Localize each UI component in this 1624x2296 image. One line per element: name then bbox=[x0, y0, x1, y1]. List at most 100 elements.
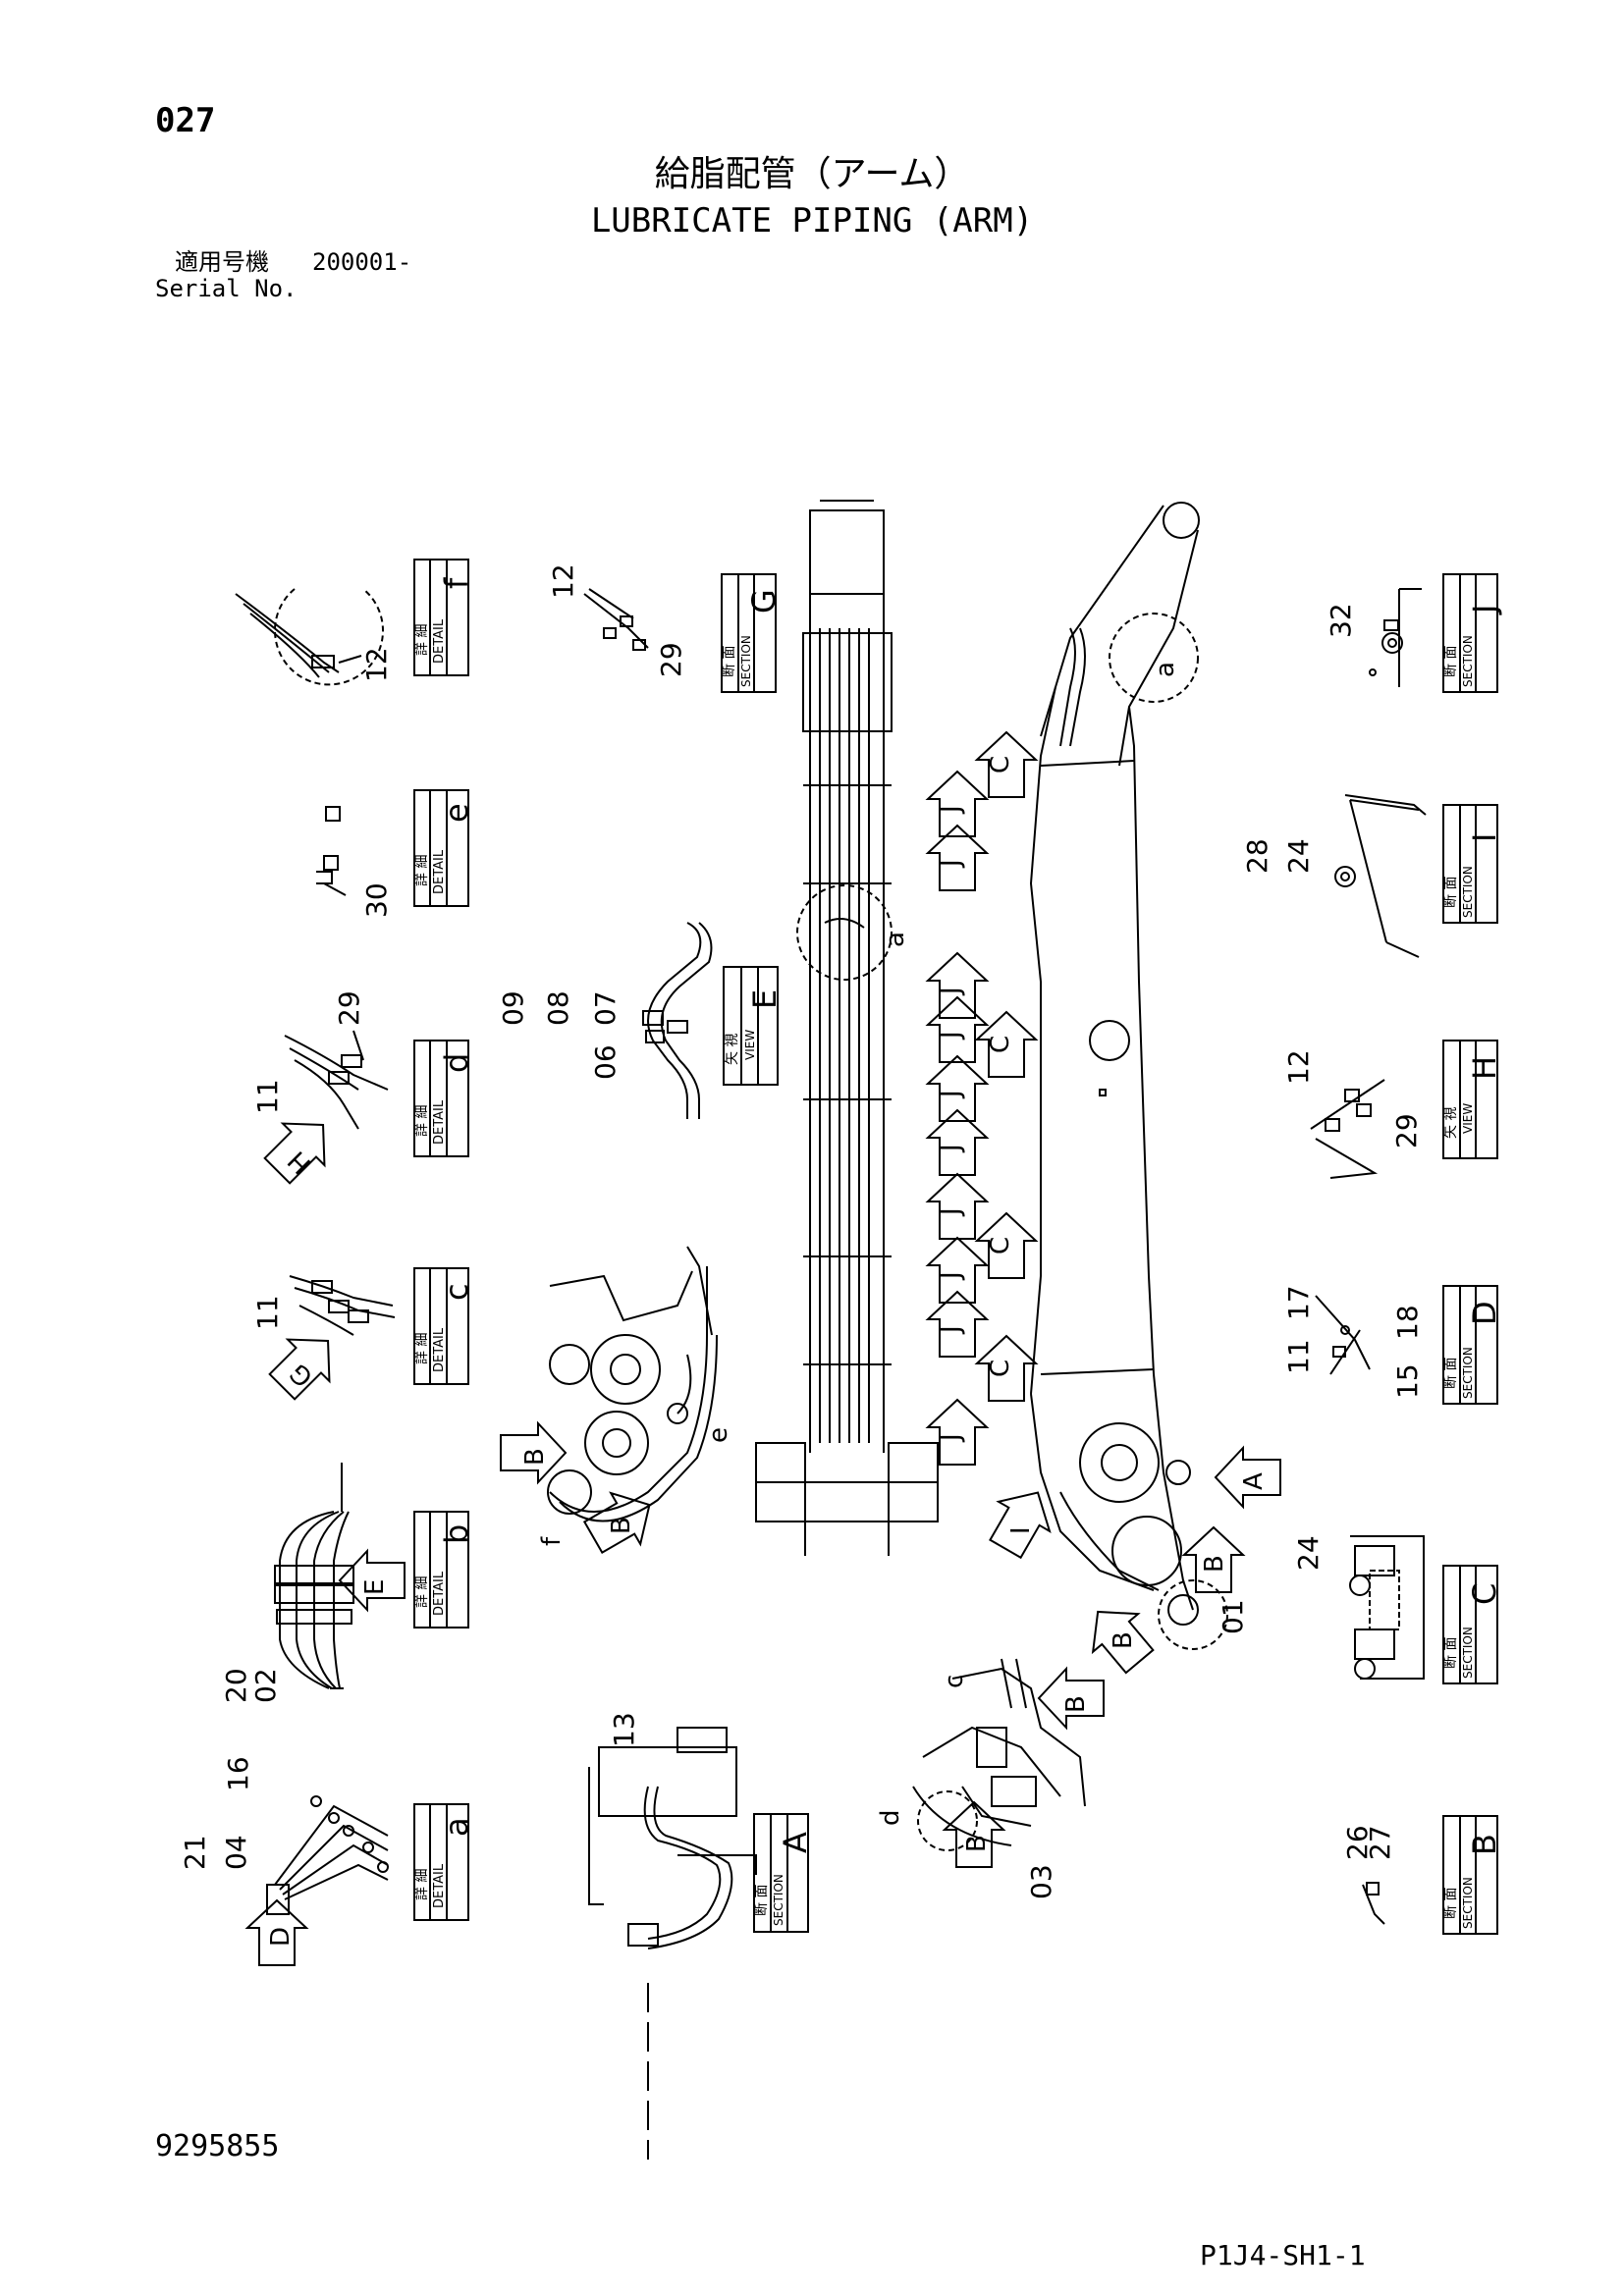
section-d-label: SECTION bbox=[1461, 1347, 1475, 1399]
arrow-b4-letter: B bbox=[1109, 1631, 1138, 1649]
section-i-label: SECTION bbox=[1461, 866, 1475, 918]
view-arrow-b bbox=[500, 1420, 568, 1485]
arrow-b3-letter: B bbox=[1200, 1555, 1229, 1573]
serial-value: 200001- bbox=[312, 248, 412, 276]
arrow-i-letter: I bbox=[1006, 1526, 1036, 1534]
arrow-j-letter: J bbox=[937, 1144, 966, 1153]
section-b-label-jp: 断 面 bbox=[1443, 1888, 1459, 1919]
part-number: 24 bbox=[1292, 1535, 1325, 1571]
detail-d-box bbox=[413, 1040, 469, 1157]
part-number: 29 bbox=[1390, 1113, 1423, 1148]
section-c-label: SECTION bbox=[1461, 1627, 1475, 1679]
section-a-label-jp: 断 面 bbox=[754, 1885, 770, 1916]
page-title: LUBRICATE PIPING (ARM) bbox=[590, 201, 1034, 240]
view-arrow-e bbox=[338, 1548, 406, 1613]
view-arrow-j bbox=[925, 824, 990, 891]
part-number: 21 bbox=[179, 1835, 211, 1870]
detail-c-group bbox=[289, 1275, 396, 1336]
detail-b-label: DETAIL bbox=[432, 1571, 447, 1616]
part-number: 30 bbox=[360, 882, 393, 918]
section-g-group bbox=[583, 588, 649, 651]
view-arrow-j bbox=[925, 995, 990, 1063]
arrow-d-letter: D bbox=[266, 1927, 296, 1947]
arm-side-view bbox=[1029, 502, 1228, 1650]
detail-b-letter: b bbox=[438, 1524, 475, 1544]
section-b-box bbox=[1442, 1815, 1498, 1935]
detail-c-label-jp: 詳 細 bbox=[414, 1333, 430, 1364]
view-marker-f: f bbox=[537, 1536, 567, 1546]
part-number: 26 bbox=[1341, 1825, 1374, 1860]
view-e-letter: E bbox=[746, 989, 784, 1009]
view-arrow-j bbox=[925, 1290, 990, 1358]
part-number: 06 bbox=[589, 1044, 622, 1080]
arrow-b5-letter: B bbox=[1061, 1695, 1091, 1713]
part-number: 04 bbox=[220, 1835, 252, 1870]
part-number: 03 bbox=[1025, 1864, 1057, 1899]
section-a-label: SECTION bbox=[772, 1874, 785, 1926]
detail-b-group bbox=[274, 1463, 354, 1689]
detail-b-box bbox=[413, 1511, 469, 1629]
serial-label-japanese: 適用号機 bbox=[175, 248, 269, 276]
section-g-letter: G bbox=[745, 589, 783, 614]
arrow-c-letter: C bbox=[986, 1237, 1015, 1255]
view-arrow-j bbox=[925, 1108, 990, 1176]
part-number: 12 bbox=[360, 647, 393, 682]
section-d-label-jp: 断 面 bbox=[1443, 1358, 1459, 1389]
document-number: 9295855 bbox=[155, 2129, 280, 2163]
view-h-label-jp: 矢 視 bbox=[1443, 1107, 1459, 1139]
part-number: 07 bbox=[589, 990, 622, 1026]
view-marker-d: d bbox=[876, 1809, 905, 1826]
view-h-group bbox=[1310, 1079, 1385, 1179]
part-number: 18 bbox=[1391, 1305, 1424, 1340]
arrow-c-letter: C bbox=[986, 1360, 1015, 1377]
detail-f-label-jp: 詳 細 bbox=[414, 624, 430, 656]
detail-c-letter: c bbox=[438, 1283, 475, 1301]
detail-a-label: DETAIL bbox=[432, 1863, 447, 1908]
arrow-c-letter: C bbox=[986, 1036, 1015, 1053]
view-marker-a: a bbox=[1151, 662, 1180, 677]
view-arrow-j bbox=[925, 1398, 990, 1466]
view-arrow-g bbox=[268, 1338, 331, 1401]
arrow-e-letter: E bbox=[360, 1579, 390, 1595]
section-g-box bbox=[721, 573, 777, 693]
detail-e-box bbox=[413, 789, 469, 907]
detail-e-letter: e bbox=[438, 803, 475, 823]
view-arrow-b bbox=[942, 1800, 1006, 1868]
view-h-box bbox=[1442, 1040, 1498, 1159]
section-b-letter: B bbox=[1466, 1834, 1503, 1855]
view-arrow-b bbox=[1037, 1666, 1105, 1731]
view-arrow-b bbox=[1181, 1525, 1246, 1593]
part-number: 12 bbox=[1282, 1049, 1315, 1085]
view-arrow-c bbox=[974, 1211, 1039, 1279]
arrow-j-letter: J bbox=[937, 1271, 966, 1281]
view-arrow-c bbox=[974, 1010, 1039, 1078]
detail-e-group bbox=[316, 806, 347, 896]
section-i-label-jp: 断 面 bbox=[1443, 877, 1459, 908]
section-g-label-jp: 断 面 bbox=[722, 646, 737, 677]
section-d-letter: D bbox=[1466, 1301, 1503, 1325]
arrow-c-letter: C bbox=[986, 756, 1015, 774]
arrow-g-letter: G bbox=[284, 1358, 318, 1392]
section-b-group bbox=[1362, 1882, 1385, 1925]
detail-d-group bbox=[284, 1030, 389, 1130]
view-arrow-j bbox=[925, 770, 990, 837]
view-arrow-c bbox=[974, 730, 1039, 798]
detail-c-label: DETAIL bbox=[432, 1327, 447, 1372]
part-number: 29 bbox=[333, 990, 365, 1026]
part-number: 08 bbox=[542, 990, 574, 1026]
view-e-box bbox=[723, 966, 779, 1086]
view-arrow-b bbox=[582, 1491, 651, 1554]
arm-foot-view-group bbox=[547, 1246, 718, 1522]
part-number: 28 bbox=[1241, 838, 1273, 874]
arrow-b2-letter: B bbox=[607, 1517, 636, 1534]
detail-a-group bbox=[266, 1795, 389, 1915]
section-g-label: SECTION bbox=[739, 635, 753, 687]
section-j-box bbox=[1442, 573, 1498, 693]
section-d-box bbox=[1442, 1285, 1498, 1405]
part-number: 24 bbox=[1282, 838, 1315, 874]
section-i-group bbox=[1334, 794, 1427, 958]
page-number: 027 bbox=[155, 101, 216, 140]
part-number: 12 bbox=[547, 563, 579, 599]
view-arrow-h bbox=[263, 1122, 326, 1185]
detail-d-letter: d bbox=[438, 1053, 475, 1073]
